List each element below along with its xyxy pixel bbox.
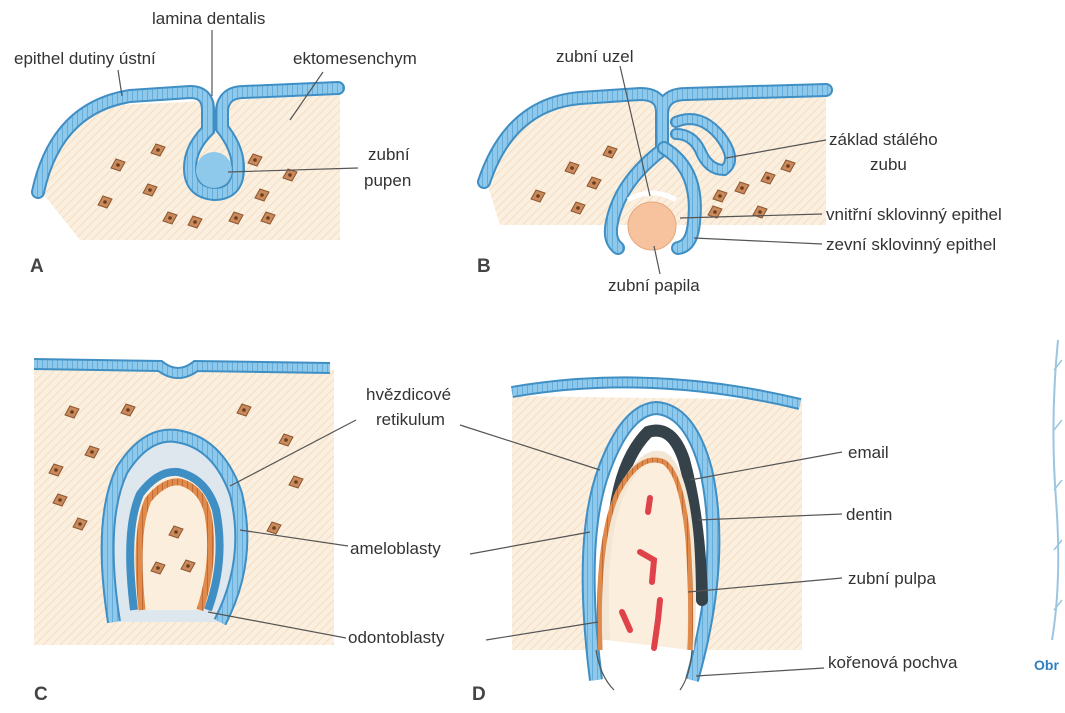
adjacent-figure-fragment: Obr bbox=[1034, 340, 1062, 673]
label-lamina-dentalis: lamina dentalis bbox=[152, 9, 265, 28]
panel-label-a: A bbox=[30, 256, 44, 277]
label-ektomesenchym: ektomesenchym bbox=[293, 49, 417, 68]
panel-a: epithel dutiny ústní lamina dentalis ekt… bbox=[14, 9, 417, 277]
label-zubni-pupen-1: zubní bbox=[368, 145, 410, 164]
panel-label-c: C bbox=[34, 684, 48, 705]
caption-fragment: Obr bbox=[1034, 657, 1059, 673]
label-hvezdicove: hvězdicové bbox=[366, 385, 451, 404]
label-zubni-pulpa: zubní pulpa bbox=[848, 569, 936, 588]
label-zaklad-staleho-1: základ stálého bbox=[829, 130, 938, 149]
label-vnitrni-sklovinny-epithel: vnitřní sklovinný epithel bbox=[826, 205, 1002, 224]
label-retikulum: retikulum bbox=[376, 410, 445, 429]
panel-label-b: B bbox=[477, 256, 491, 277]
panel-b: zubní uzel základ stálého zubu vnitřní s… bbox=[477, 47, 1002, 295]
label-odontoblasty: odontoblasty bbox=[348, 628, 445, 647]
label-dentin: dentin bbox=[846, 505, 892, 524]
label-epithel-dutiny-ustni: epithel dutiny ústní bbox=[14, 49, 156, 68]
panel-d: email dentin zubní pulpa kořenová pochva… bbox=[460, 382, 958, 705]
label-zubni-papila: zubní papila bbox=[608, 276, 700, 295]
label-email: email bbox=[848, 443, 889, 462]
tooth-bud bbox=[196, 152, 232, 188]
label-ameloblasty: ameloblasty bbox=[350, 539, 441, 558]
label-zaklad-staleho-2: zubu bbox=[870, 155, 907, 174]
label-korenova-pochva: kořenová pochva bbox=[828, 653, 958, 672]
label-zevni-sklovinny-epithel: zevní sklovinný epithel bbox=[826, 235, 996, 254]
panel-c: hvězdicové retikulum ameloblasty odontob… bbox=[34, 364, 451, 705]
label-zubni-uzel: zubní uzel bbox=[556, 47, 634, 66]
panel-label-d: D bbox=[472, 684, 486, 705]
dental-papilla-b bbox=[628, 202, 676, 250]
label-zubni-pupen-2: pupen bbox=[364, 171, 411, 190]
